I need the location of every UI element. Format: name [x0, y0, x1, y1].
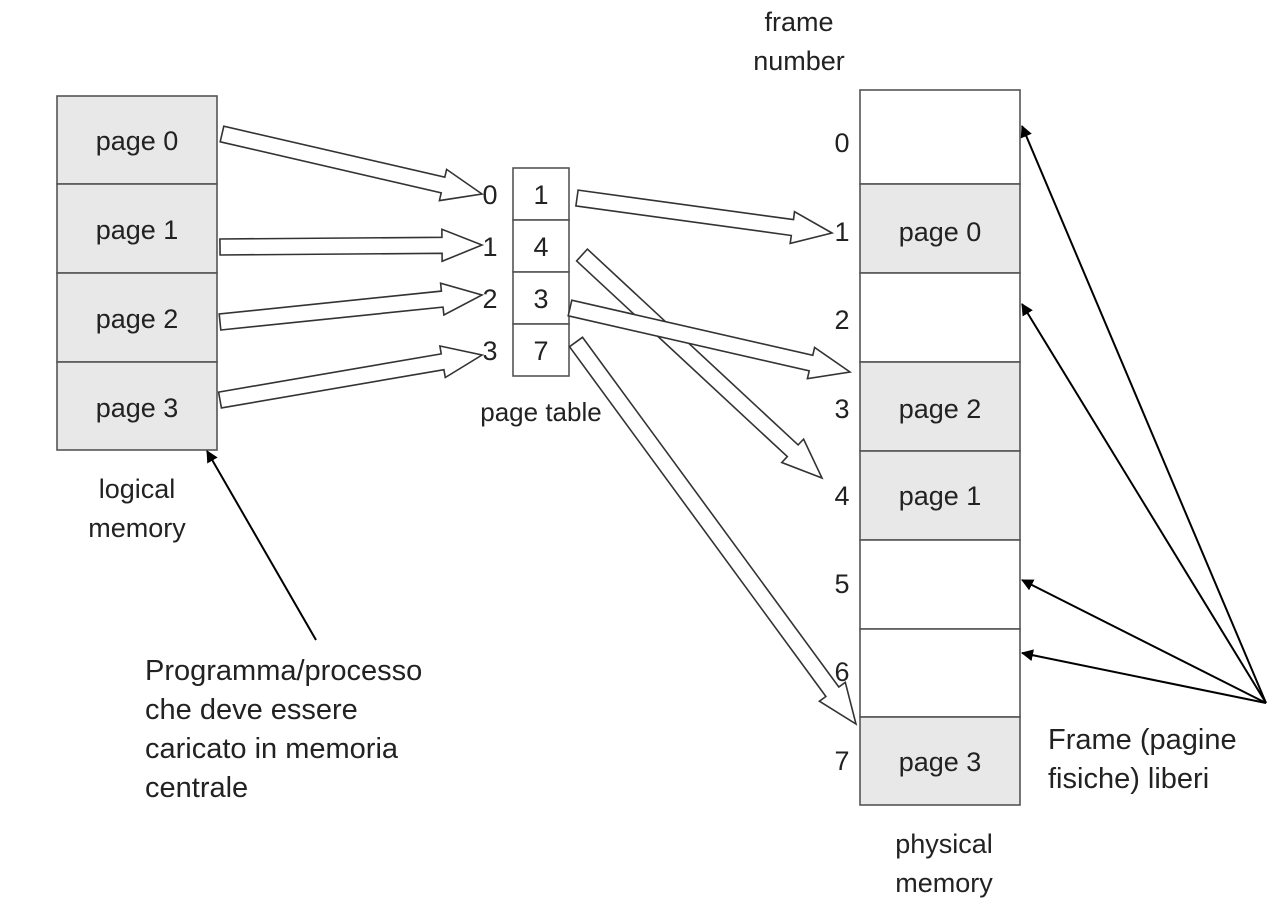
physical-memory: frame number page 0 page 2 page 1 page 3…	[753, 7, 1021, 898]
arrow-page3-to-table-row3	[217, 344, 485, 409]
arrow-page2-to-table-row2	[218, 282, 485, 331]
logical-page-1-label: page 1	[96, 215, 179, 245]
physical-frame-2-box	[859, 272, 1021, 363]
logical-memory: page 0 page 1 page 2 page 3 logical memo…	[56, 95, 218, 543]
program-annotation-line-2: che deve essere	[145, 694, 358, 726]
arrow-entry0-to-frame1	[574, 189, 835, 245]
program-pointer-arrow	[206, 450, 317, 641]
page-table-frame-2: 3	[533, 284, 548, 314]
frame-number-4: 4	[834, 481, 849, 511]
logical-memory-label-line-1: logical	[99, 474, 176, 504]
frame-number-3: 3	[834, 394, 849, 424]
page-table-frame-3: 7	[533, 336, 548, 366]
page-table-entry-1-box	[512, 219, 570, 273]
physical-frame-7-box	[859, 716, 1021, 806]
frame-number-6: 6	[834, 657, 849, 687]
physical-memory-label-line-1: physical	[895, 829, 993, 859]
logical-page-3-label: page 3	[96, 393, 179, 423]
page-table-index-2: 2	[482, 284, 497, 314]
arrow-entry1-to-frame4	[575, 247, 824, 480]
free-frames-annotation-line-1: Frame (pagine	[1048, 724, 1237, 756]
logical-page-2-label: page 2	[96, 304, 179, 334]
logical-page-0-box	[56, 95, 218, 185]
program-annotation-line-1: Programma/processo	[145, 655, 422, 687]
program-annotation-line-3: caricato in memoria	[145, 733, 399, 765]
physical-frame-0-box	[859, 89, 1021, 185]
frame-number-1: 1	[834, 217, 849, 247]
physical-frame-4-content: page 1	[899, 481, 982, 511]
physical-frame-1-box	[859, 183, 1021, 274]
page-table-index-1: 1	[482, 232, 497, 262]
mapping-arrows	[217, 125, 858, 726]
frame-number-header-line-2: number	[753, 46, 845, 76]
free-frames-annotation: Frame (pagine fisiche) liberi	[1048, 724, 1237, 795]
arrow-page1-to-table-row1	[219, 228, 485, 263]
page-table-index-0: 0	[482, 180, 497, 210]
frame-number-2: 2	[834, 305, 849, 335]
logical-page-3-box	[56, 361, 218, 451]
frame-number-7: 7	[834, 746, 849, 776]
annotation-arrows	[206, 125, 1267, 704]
page-table-index-3: 3	[482, 336, 497, 366]
physical-frame-1-content: page 0	[899, 217, 982, 247]
physical-frame-3-content: page 2	[899, 394, 982, 424]
page-table-entry-3-box	[512, 323, 570, 377]
frame-number-header-line-1: frame	[764, 7, 833, 37]
arrow-entry3-to-frame7	[568, 336, 858, 726]
arrow-page0-to-table-row0	[219, 125, 485, 202]
logical-memory-label-line-2: memory	[88, 513, 186, 543]
logical-page-2-box	[56, 272, 218, 363]
physical-memory-label-line-2: memory	[895, 868, 993, 898]
frame-number-5: 5	[834, 569, 849, 599]
physical-frame-3-box	[859, 361, 1021, 452]
free-frame-0-arrow	[1020, 125, 1267, 704]
free-frame-2-arrow	[1021, 303, 1267, 704]
free-frames-annotation-line-2: fisiche) liberi	[1048, 763, 1209, 795]
free-frame-5-arrow	[1021, 579, 1267, 704]
arrow-entry2-to-frame3	[567, 299, 853, 380]
program-annotation-line-4: centrale	[145, 772, 248, 804]
logical-page-0-label: page 0	[96, 126, 179, 156]
page-table: 1 4 3 7 0 1 2 3 page table	[480, 167, 602, 427]
physical-frame-4-box	[859, 450, 1021, 541]
program-annotation: Programma/processo che deve essere caric…	[145, 655, 422, 804]
physical-frame-5-box	[859, 539, 1021, 630]
logical-page-1-box	[56, 183, 218, 274]
page-table-frame-0: 1	[533, 180, 548, 210]
frame-number-0: 0	[834, 128, 849, 158]
page-table-label: page table	[480, 397, 601, 427]
physical-frame-7-content: page 3	[899, 747, 982, 777]
physical-frame-6-box	[859, 628, 1021, 718]
free-frame-6-arrow	[1021, 649, 1267, 704]
page-table-frame-1: 4	[533, 232, 548, 262]
